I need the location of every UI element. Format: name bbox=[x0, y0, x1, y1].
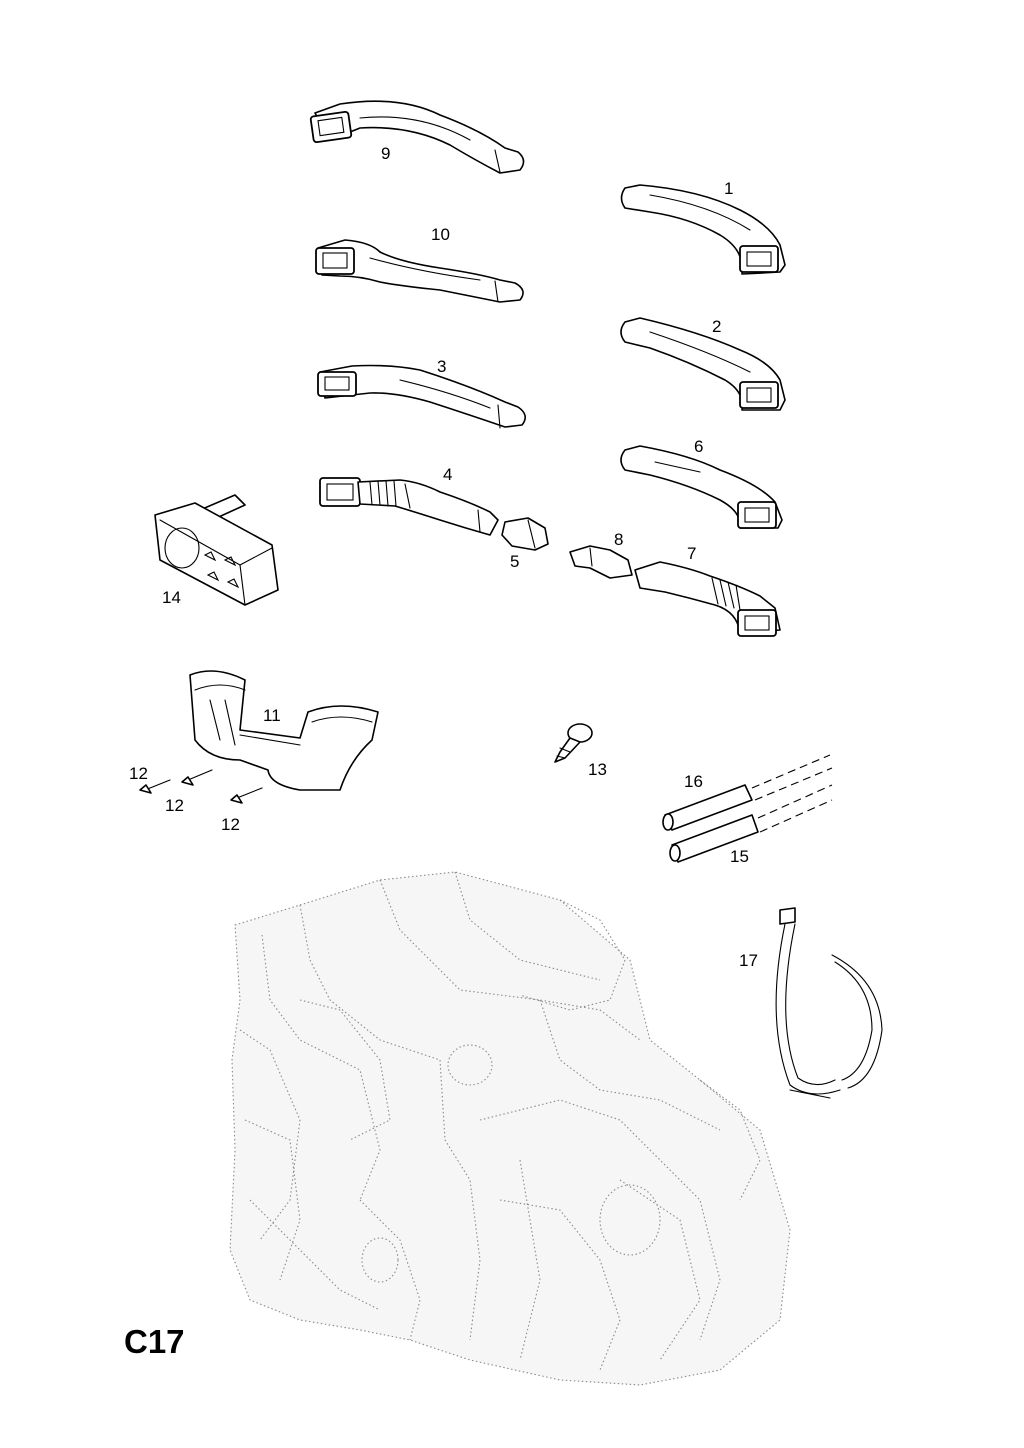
label-part-12-a: 12 bbox=[129, 764, 148, 783]
part-1-air-duct bbox=[620, 184, 786, 275]
label-part-15: 15 bbox=[730, 847, 749, 866]
part-7-air-duct bbox=[634, 561, 781, 637]
label-part-1: 1 bbox=[724, 179, 734, 198]
part-2-air-duct bbox=[620, 317, 786, 411]
label-part-6: 6 bbox=[694, 437, 704, 456]
label-part-3: 3 bbox=[437, 357, 447, 376]
part-17-cable-tie bbox=[775, 907, 883, 1099]
label-part-12-c: 12 bbox=[221, 815, 240, 834]
part-4-air-duct bbox=[319, 477, 499, 536]
label-part-2: 2 bbox=[712, 317, 722, 336]
page-code: C17 bbox=[124, 1323, 185, 1360]
label-part-13: 13 bbox=[588, 760, 607, 779]
part-15-16-tubes bbox=[662, 754, 833, 863]
part-9-air-duct bbox=[309, 100, 525, 174]
label-part-9: 9 bbox=[381, 144, 391, 163]
part-10-air-duct bbox=[315, 239, 524, 303]
label-part-7: 7 bbox=[687, 544, 697, 563]
part-13-fastener bbox=[554, 723, 593, 763]
label-part-4: 4 bbox=[443, 465, 453, 484]
label-part-12-b: 12 bbox=[165, 796, 184, 815]
part-12-screws bbox=[139, 769, 263, 804]
label-part-17: 17 bbox=[739, 951, 758, 970]
part-14-control-panel bbox=[154, 494, 279, 606]
part-8-clip bbox=[569, 545, 633, 579]
label-part-8: 8 bbox=[614, 530, 624, 549]
part-3-air-duct bbox=[317, 364, 526, 429]
heater-housing-ghost bbox=[229, 871, 791, 1386]
part-6-air-duct bbox=[620, 445, 783, 529]
part-5-connector bbox=[501, 517, 549, 551]
label-part-14: 14 bbox=[162, 588, 181, 607]
part-11-center-duct bbox=[189, 670, 379, 791]
label-part-10: 10 bbox=[431, 225, 450, 244]
label-part-11: 11 bbox=[263, 706, 281, 725]
label-part-5: 5 bbox=[510, 552, 520, 571]
label-part-16: 16 bbox=[684, 772, 703, 791]
